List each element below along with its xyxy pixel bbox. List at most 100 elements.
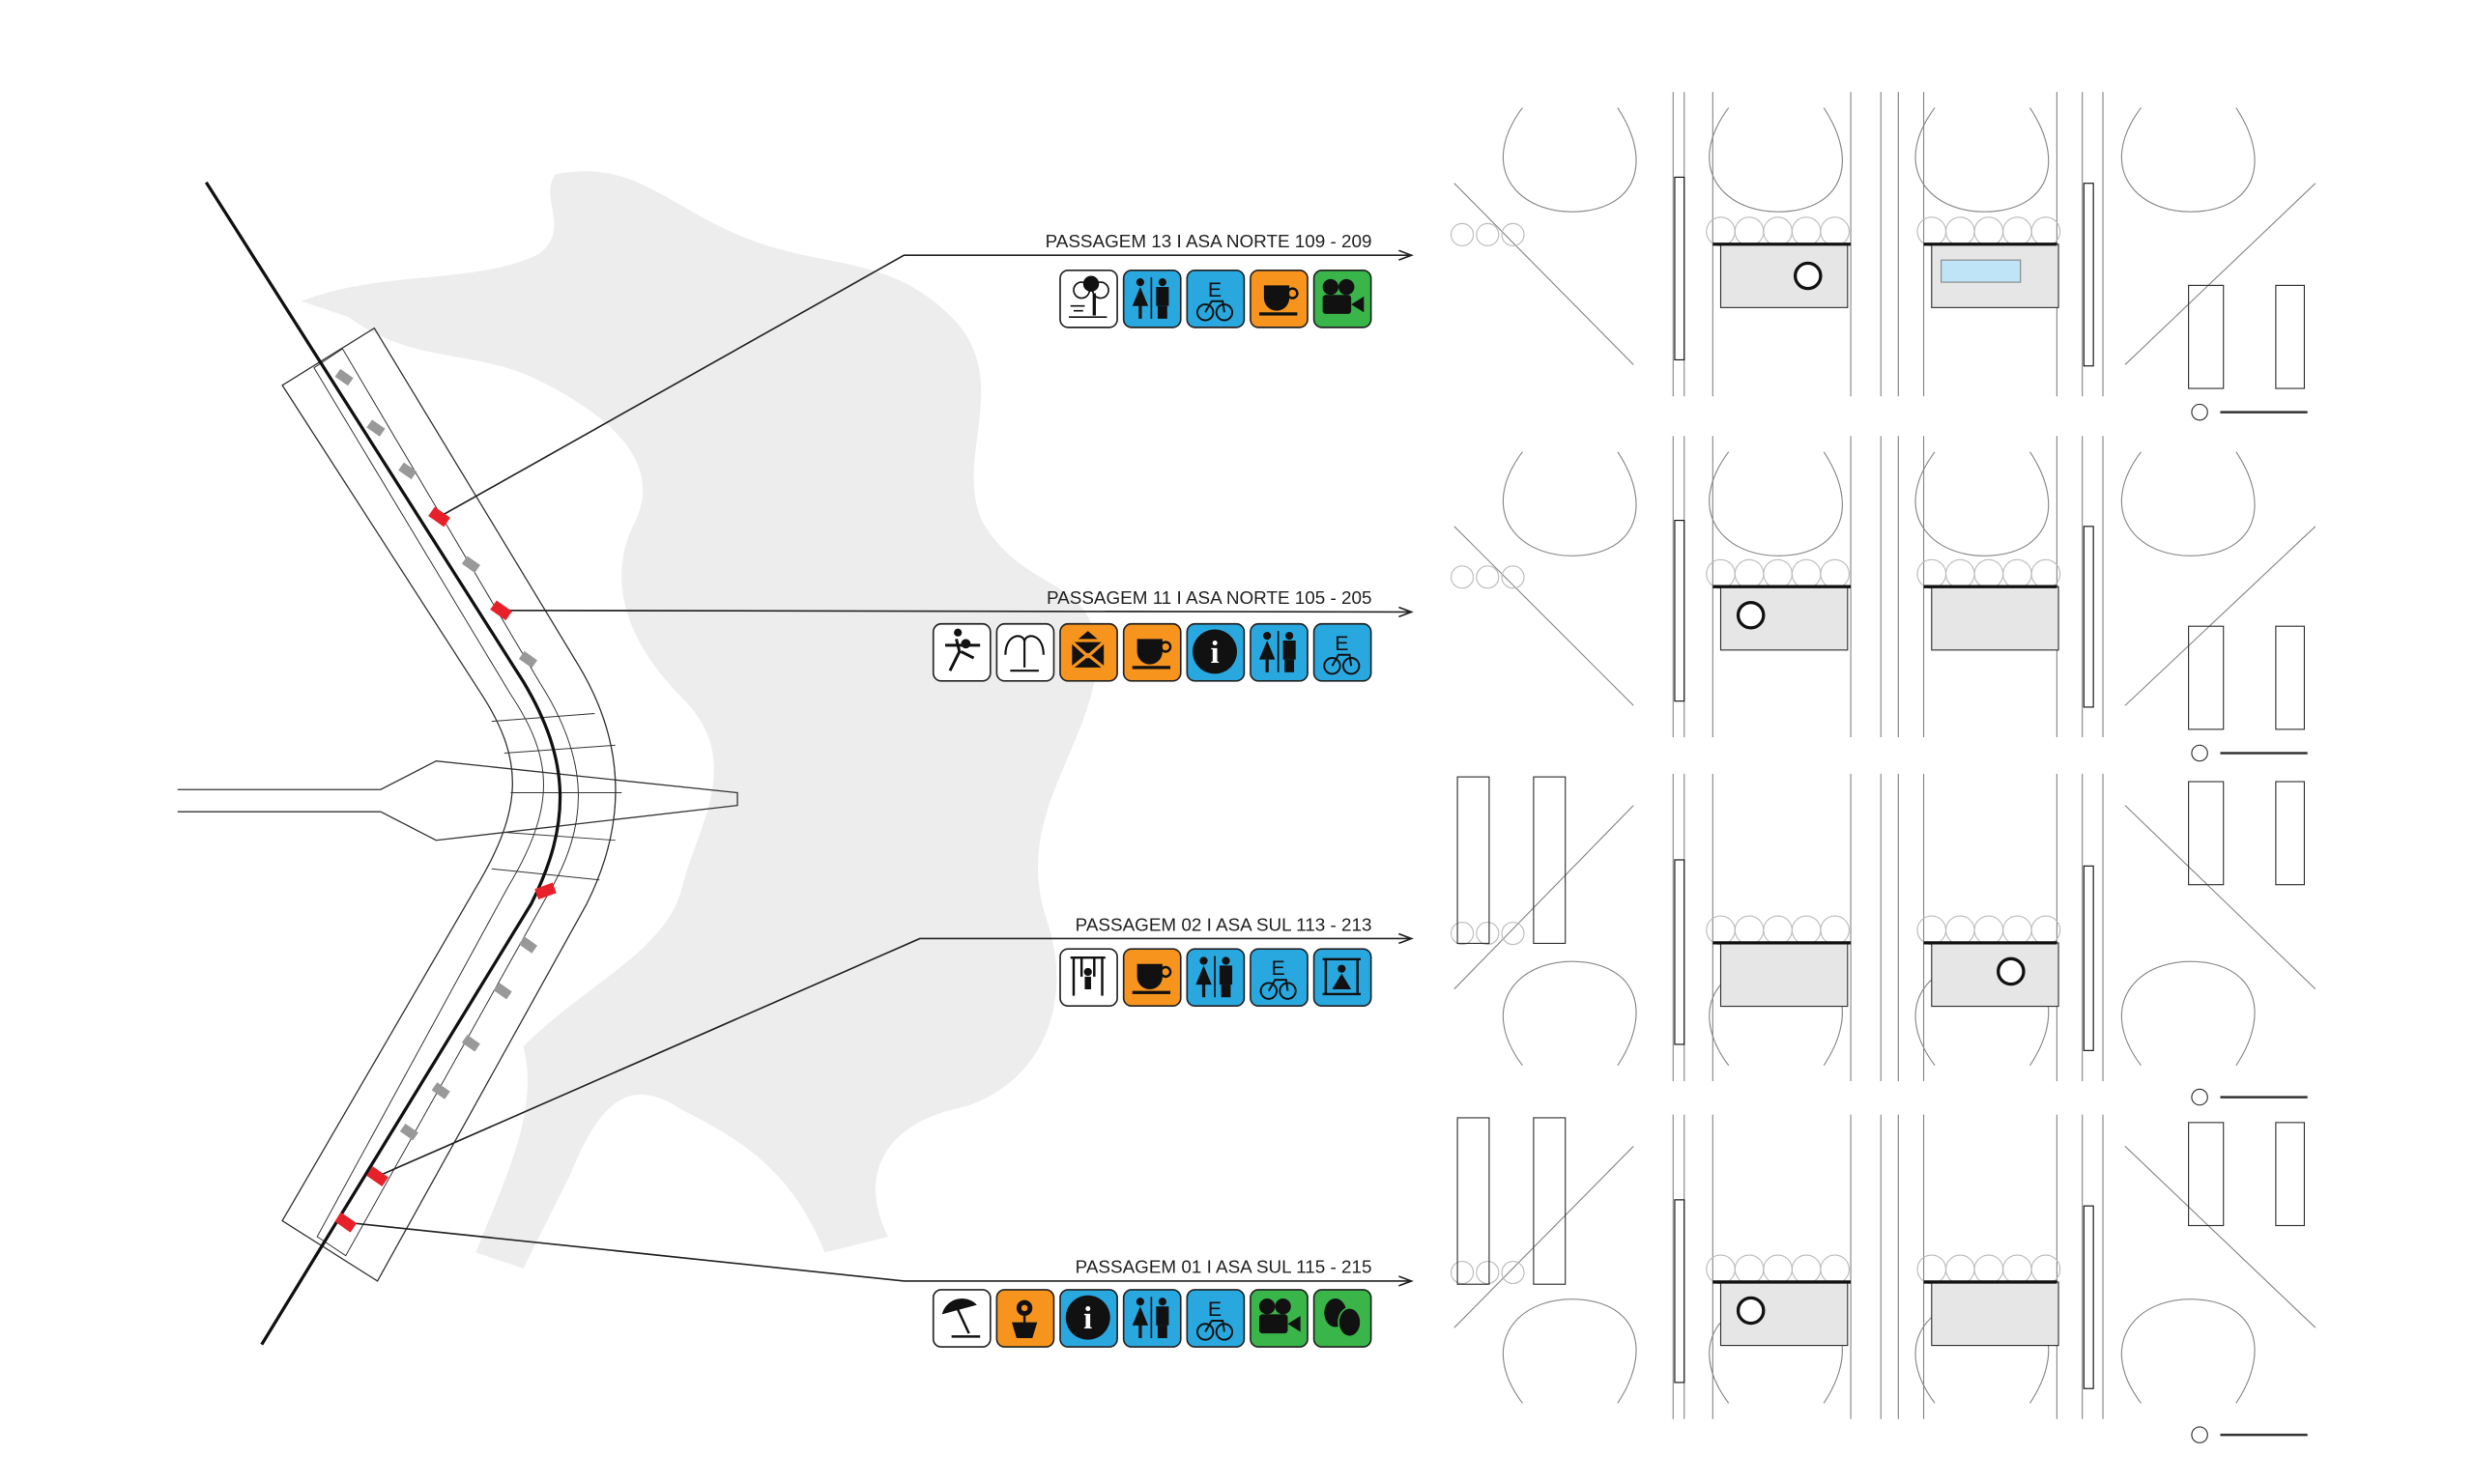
passage-label: PASSAGEM 01 I ASA SUL 115 - 215 [1076, 1257, 1372, 1277]
underpass-plaza [1712, 1280, 2059, 1347]
bike-parking-icon: E [1195, 278, 1234, 322]
north-arrow-scale [2191, 1088, 2308, 1106]
underpass-plaza [1712, 243, 2059, 308]
amenity-beach-umbrella [932, 1289, 992, 1348]
exhibition-icon [1322, 957, 1361, 996]
theatre-icon [1324, 1298, 1362, 1338]
underpass-marker [398, 462, 417, 480]
arrow-head-icon [1398, 932, 1414, 945]
underpass-marker [493, 982, 512, 1000]
svg-text:E: E [1335, 632, 1348, 655]
axis-line [204, 181, 562, 1346]
bike-parking-icon: E [1195, 1298, 1234, 1341]
amenity-restroom [1122, 269, 1182, 328]
restroom-icon [1258, 631, 1296, 672]
site-plan-2 [1450, 436, 2316, 762]
north-arrow-scale [2191, 403, 2308, 421]
restroom-icon [1132, 1297, 1169, 1339]
amenity-restroom [1250, 622, 1309, 682]
passage-callout-4: PASSAGEM 01 I ASA SUL 115 - 215 i E [334, 1212, 1414, 1348]
underpass-marker [399, 1123, 418, 1141]
cafe-icon [1132, 963, 1172, 994]
beach-umbrella-icon [941, 1298, 981, 1338]
passage-label: PASSAGEM 02 I ASA SUL 113 - 213 [1076, 914, 1372, 934]
cafe-icon [1132, 639, 1172, 670]
selected-passage-marker [366, 1166, 388, 1186]
site-plans [1450, 92, 2316, 1443]
amenity-cafe [1122, 622, 1182, 682]
amenity-bike-parking: E [1250, 948, 1309, 1008]
svg-text:E: E [1272, 956, 1285, 980]
pilot-plan-map [177, 181, 738, 1346]
arrow-head-icon [1398, 249, 1414, 261]
leader-line [501, 609, 1412, 614]
flower-shop-icon [1011, 1299, 1038, 1339]
site-plan-1 [1450, 92, 2316, 421]
leader-line [439, 254, 1412, 518]
amenity-restroom [1186, 948, 1246, 1008]
svg-text:i: i [1083, 1301, 1092, 1336]
fountain-icon [1004, 635, 1045, 672]
passage-callout-2: PASSAGEM 11 I ASA NORTE 105 - 205 i E [490, 587, 1414, 682]
site-plan-4 [1450, 1114, 2316, 1443]
underpass-plaza [1712, 585, 2059, 651]
amenity-cinema [1312, 269, 1372, 328]
passage-marker [534, 882, 557, 900]
amenity-bike-parking: E [1312, 622, 1372, 682]
sport-icon [945, 628, 981, 671]
amenity-playground-swing [1059, 948, 1118, 1008]
amenity-information: i [1186, 622, 1246, 682]
amenity-information: i [1059, 1289, 1118, 1348]
selected-passage-marker [334, 1212, 358, 1233]
information-icon: i [1193, 629, 1237, 674]
information-icon: i [1065, 1295, 1110, 1340]
underpass-marker [518, 936, 538, 954]
arrow-head-icon [1398, 606, 1414, 618]
amenity-fountain [995, 622, 1055, 682]
cinema-icon [1258, 1298, 1301, 1334]
newsstand-icon [1071, 631, 1106, 670]
svg-text:E: E [1208, 1298, 1222, 1321]
paranoa-lake-silhouette [301, 171, 1097, 1269]
amenity-cafe [1250, 269, 1309, 328]
svg-text:i: i [1210, 636, 1219, 671]
north-arrow-scale [2191, 1426, 2308, 1443]
underpass-plaza [1712, 941, 2059, 1008]
underpass-markers [334, 368, 538, 1141]
underpass-marker [461, 556, 480, 573]
eixo-monumental [177, 760, 738, 842]
amenity-sport [932, 622, 992, 682]
picnic-tree-icon [1069, 275, 1109, 319]
underpass-marker [518, 650, 538, 669]
site-plan-3 [1450, 773, 2316, 1106]
amenity-restroom [1122, 1289, 1182, 1348]
amenity-picnic-tree [1059, 269, 1118, 328]
bike-parking-icon: E [1259, 956, 1297, 1000]
underpass-marker [366, 419, 386, 437]
arrow-head-icon [1398, 1275, 1414, 1287]
restroom-icon [1195, 956, 1233, 998]
leader-line [377, 937, 1412, 1178]
cafe-icon [1258, 285, 1299, 316]
restroom-icon [1132, 277, 1169, 319]
north-arrow-scale [2191, 744, 2308, 762]
underpass-marker [431, 1082, 450, 1099]
amenity-newsstand [1059, 622, 1118, 682]
cinema-icon [1322, 278, 1365, 314]
amenity-bike-parking: E [1186, 269, 1246, 328]
underpass-marker [334, 368, 354, 386]
bike-parking-icon: E [1323, 632, 1361, 675]
selected-passage-marker [490, 600, 512, 621]
amenity-cafe [1122, 948, 1182, 1008]
amenity-cinema [1250, 1289, 1309, 1348]
svg-text:E: E [1208, 278, 1222, 301]
underpass-marker [461, 1035, 480, 1052]
passage-label: PASSAGEM 11 I ASA NORTE 105 - 205 [1047, 587, 1371, 608]
amenity-theatre [1312, 1289, 1372, 1348]
passage-label: PASSAGEM 13 I ASA NORTE 109 - 209 [1046, 231, 1372, 251]
amenity-flower-shop [995, 1289, 1055, 1348]
selected-passage-marker [428, 506, 450, 528]
